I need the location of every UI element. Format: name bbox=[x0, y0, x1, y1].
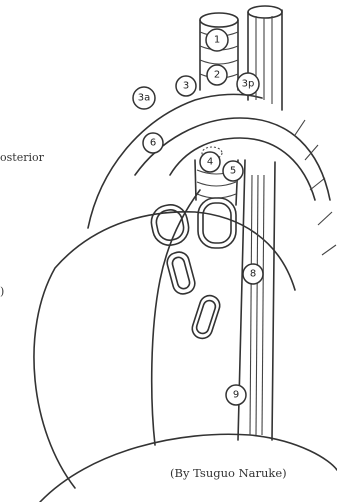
station-1-label: 1 bbox=[214, 35, 220, 46]
station-2-label: 2 bbox=[214, 70, 220, 81]
superior-vena-cava-outline bbox=[152, 190, 200, 445]
station-4-marker: 4 bbox=[200, 152, 220, 172]
station-8-marker: 8 bbox=[243, 264, 263, 284]
station-3-marker: 3 bbox=[176, 76, 196, 96]
station-4-label: 4 bbox=[207, 157, 213, 168]
station-3-label: 3 bbox=[183, 81, 189, 92]
descending-aorta-hatching bbox=[250, 175, 264, 435]
aortic-arch-outer bbox=[135, 118, 330, 200]
station-9-label: 9 bbox=[233, 390, 239, 401]
station-8-label: 8 bbox=[250, 269, 256, 280]
figure-credit: (By Tsuguo Naruke) bbox=[170, 466, 287, 480]
heart-outline bbox=[34, 212, 295, 488]
station-3a-marker: 3a bbox=[133, 87, 155, 109]
station-3p-marker: 3p bbox=[237, 73, 259, 95]
station-2-marker: 2 bbox=[207, 65, 227, 85]
station-5-marker: 5 bbox=[223, 161, 243, 181]
station-3a-label: 3a bbox=[138, 93, 151, 104]
station-6-label: 6 bbox=[150, 138, 156, 149]
esophagus-top bbox=[248, 6, 282, 18]
station-1-marker: 1 bbox=[206, 29, 228, 51]
trachea-top bbox=[200, 13, 238, 27]
descending-aorta-right bbox=[272, 162, 275, 440]
esophagus-hatching bbox=[256, 16, 272, 104]
station-3p-label: 3p bbox=[242, 79, 255, 90]
hilar-nodes bbox=[148, 198, 236, 341]
side-label-fragment: ) bbox=[0, 285, 4, 298]
station-6-marker: 6 bbox=[143, 133, 163, 153]
station-5-label: 5 bbox=[230, 166, 236, 177]
station-9-marker: 9 bbox=[226, 385, 246, 405]
side-label-posterior: osterior bbox=[0, 151, 44, 164]
